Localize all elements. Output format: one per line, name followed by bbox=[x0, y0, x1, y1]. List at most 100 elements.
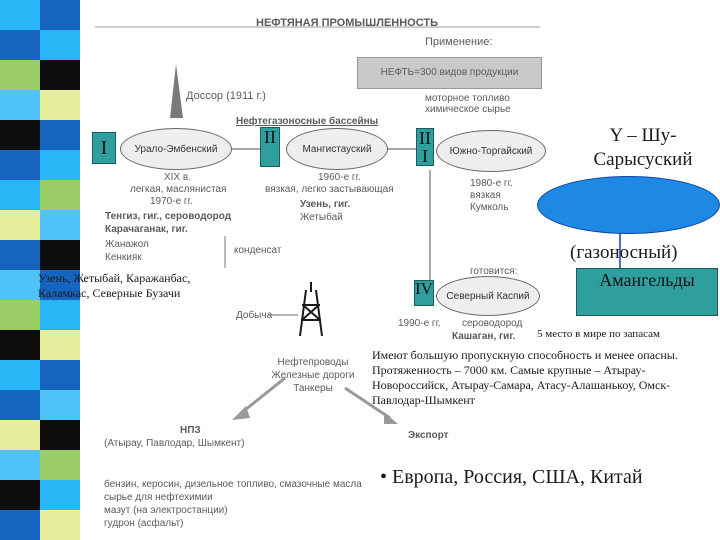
strip-cell bbox=[40, 120, 80, 150]
basin-south-torgay: Южно-Торгайский bbox=[436, 130, 546, 172]
transport-modes: Нефтепроводы Железные дороги Танкеры bbox=[268, 356, 358, 395]
strip-cell bbox=[40, 450, 80, 480]
strip-cell bbox=[0, 180, 40, 210]
strip-cell bbox=[0, 210, 40, 240]
mangistau-note: вязкая, легко застывающая bbox=[265, 184, 394, 195]
basin-name: Северный Каспий bbox=[446, 290, 530, 302]
transport-railways: Железные дороги bbox=[271, 370, 355, 381]
strip-cell bbox=[0, 300, 40, 330]
export-label: Экспорт bbox=[408, 430, 449, 441]
product-item: гудрон (асфальт) bbox=[104, 518, 184, 529]
pipelines-description: Имеют большую пропускную способность и м… bbox=[372, 348, 678, 407]
refinery-title: НПЗ bbox=[180, 425, 201, 436]
arrow-to-refinery bbox=[239, 376, 286, 416]
strip-cell bbox=[0, 450, 40, 480]
strip-cell bbox=[40, 300, 80, 330]
strip-cell bbox=[0, 150, 40, 180]
strip-cell bbox=[40, 150, 80, 180]
strip-cell bbox=[40, 480, 80, 510]
strip-cell bbox=[40, 0, 80, 30]
strip-cell bbox=[40, 210, 80, 240]
field-karachaganak: Карачаганак, гиг. bbox=[105, 224, 188, 235]
uralo-note: 1970-е гг. bbox=[150, 196, 193, 207]
decorative-strip bbox=[0, 0, 80, 540]
oil-rig-icon bbox=[299, 282, 323, 337]
transport-pipelines: Нефтепроводы bbox=[277, 357, 349, 368]
use-fuel: моторное топливо bbox=[425, 93, 510, 104]
shu-sarysu-basin bbox=[537, 176, 720, 234]
strip-cell bbox=[0, 510, 40, 540]
field-zhetybay: Жетыбай bbox=[300, 212, 343, 223]
basins-label: Нефтегазоносные бассейны bbox=[236, 116, 379, 127]
strip-cell bbox=[40, 330, 80, 360]
product-item: сырье для нефтехимии bbox=[104, 492, 213, 503]
production-label: Добыча bbox=[236, 310, 273, 321]
product-item: бензин, керосин, дизельное топливо, смаз… bbox=[104, 479, 362, 490]
strip-cell bbox=[40, 270, 80, 300]
strip-cell bbox=[40, 390, 80, 420]
arrow-head bbox=[384, 412, 398, 424]
application-label: Применение: bbox=[425, 36, 493, 48]
basin-uralo-emba: Урало-Эмбенский bbox=[120, 128, 232, 170]
field-kenkiyak: Кенкияк bbox=[105, 252, 142, 263]
export-bullet: • Европа, Россия, США, Китай bbox=[380, 464, 680, 490]
strip-cell bbox=[0, 120, 40, 150]
strip-cell bbox=[0, 420, 40, 450]
dossor-spike bbox=[170, 64, 183, 118]
basin-north-caspian: Северный Каспий bbox=[436, 276, 540, 316]
gas-label: (газоносный) bbox=[570, 242, 678, 263]
basin-name: Южно-Торгайский bbox=[449, 145, 533, 157]
field-kumkol: Кумколь bbox=[470, 202, 509, 213]
strip-cell bbox=[40, 180, 80, 210]
strip-cell bbox=[0, 390, 40, 420]
torgay-note: вязкая bbox=[470, 190, 501, 201]
field-tengiz: Тенгиз, гиг., сероводород bbox=[105, 211, 232, 222]
caspian-note: сероводород bbox=[462, 318, 523, 329]
strip-cell bbox=[40, 240, 80, 270]
caspian-preparing: готовится: bbox=[470, 266, 518, 277]
strip-cell bbox=[40, 360, 80, 390]
diagram-title: НЕФТЯНАЯ ПРОМЫШЛЕННОСТЬ bbox=[256, 17, 439, 29]
transport-tankers: Танкеры bbox=[293, 383, 333, 394]
basin-marker-4: IV bbox=[414, 280, 434, 306]
strip-cell bbox=[40, 60, 80, 90]
mangistau-note: 1960-е гг. bbox=[318, 172, 361, 183]
basin-name: Мангистауский bbox=[302, 143, 372, 155]
caspian-note: 1990-е гг. bbox=[398, 318, 441, 329]
arrow-to-export bbox=[344, 386, 391, 420]
strip-cell bbox=[40, 420, 80, 450]
oil-products-box: НЕФТЬ=300 видов продукции bbox=[357, 57, 542, 89]
strip-cell bbox=[0, 330, 40, 360]
strip-cell bbox=[40, 30, 80, 60]
strip-cell bbox=[0, 60, 40, 90]
field-kashagan: Кашаган, гиг. bbox=[452, 331, 516, 342]
strip-cell bbox=[0, 360, 40, 390]
shu-sarysu-label: Y – Шу-Сарысуский bbox=[593, 125, 693, 170]
use-chemical: химическое сырье bbox=[425, 104, 511, 115]
strip-cell bbox=[0, 0, 40, 30]
basin-marker-3: III bbox=[416, 128, 434, 166]
uralo-note: легкая, маслянистая bbox=[130, 184, 227, 195]
uralo-note: XIX в. bbox=[164, 172, 191, 183]
strip-cell bbox=[40, 90, 80, 120]
strip-cell bbox=[0, 30, 40, 60]
refinery-cities: (Атырау, Павлодар, Шымкент) bbox=[104, 438, 245, 449]
amangeldy-box: Амангельды bbox=[576, 268, 718, 316]
fields-list-line-2: Каламкас, Северные Бузачи bbox=[38, 286, 181, 300]
strip-cell bbox=[0, 480, 40, 510]
basin-marker-2: II bbox=[260, 127, 280, 167]
strip-cell bbox=[40, 510, 80, 540]
basin-mangistau: Мангистауский bbox=[286, 128, 388, 170]
field-zhanazhol: Жанажол bbox=[105, 239, 149, 250]
basin-name: Урало-Эмбенский bbox=[134, 143, 218, 155]
product-item: мазут (на электростанции) bbox=[104, 505, 228, 516]
strip-cell bbox=[0, 270, 40, 300]
arrow-head bbox=[232, 406, 250, 420]
dossor-label: Доссор (1911 г.) bbox=[186, 90, 266, 102]
torgay-note: 1980-е гг. bbox=[470, 178, 513, 189]
fields-list-line-1: Узень, Жетыбай, Каражанбас, bbox=[38, 271, 191, 285]
strip-cell bbox=[0, 90, 40, 120]
bullet-icon: • bbox=[380, 466, 393, 488]
condensate-label: конденсат bbox=[234, 245, 282, 256]
reserves-rank: 5 место в мире по запасам bbox=[537, 328, 660, 340]
